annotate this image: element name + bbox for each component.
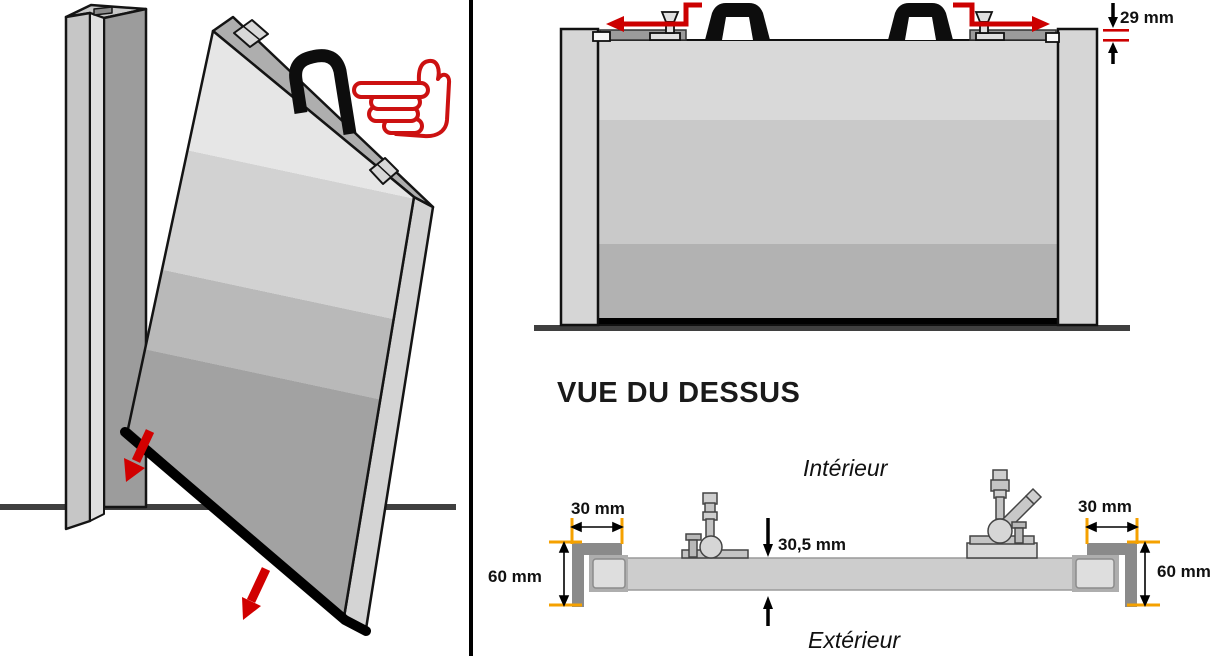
latch-block-left (233, 19, 269, 48)
dimension-label-29mm: 29 mm (1120, 8, 1174, 27)
latch-slide-arrow-icon (606, 2, 1050, 32)
thickness-arrows-30-5mm (763, 518, 773, 626)
latch-block-right (369, 157, 399, 185)
dimension-label-30mm-right: 30 mm (1078, 497, 1132, 516)
dimension-label-30mm-left: 30 mm (571, 499, 625, 518)
locking-clamp-right (966, 469, 1043, 559)
top-view-diagram (549, 469, 1160, 626)
locking-clamp-left (681, 492, 749, 559)
interior-label: Intérieur (803, 455, 888, 481)
panel-insertion-illustration (0, 3, 456, 636)
dimension-label-30-5mm: 30,5 mm (778, 535, 847, 554)
wall-angle-bracket-left (572, 543, 622, 607)
latch-keeper-right (1045, 32, 1060, 43)
wall-angle-bracket-right (1087, 543, 1137, 607)
pointing-hand-icon (352, 58, 452, 139)
wall-post-right (1056, 27, 1099, 327)
dimension-ticks (549, 518, 1160, 607)
carry-handle-icon (705, 3, 953, 40)
front-elevation-view (534, 2, 1130, 331)
barrier-panel-front (597, 29, 1059, 326)
tilted-barrier-panel (120, 15, 435, 636)
wall-post-left (559, 27, 600, 327)
latch-lever-right (974, 11, 1005, 41)
panel-section (619, 557, 1081, 591)
bottom-seal (598, 318, 1058, 325)
end-cap-right (1075, 558, 1115, 589)
exterior-label: Extérieur (808, 627, 901, 653)
dimension-arrows (558, 521, 1151, 607)
wall-channel-post (64, 3, 148, 531)
channel-groove (93, 6, 113, 16)
latch-keeper-left (592, 31, 611, 42)
gap-dimension-29mm (1103, 3, 1129, 64)
carry-handle-icon (289, 49, 357, 136)
section-divider (469, 0, 473, 656)
end-cap-left (592, 558, 626, 589)
ground-line (534, 325, 1130, 331)
dimension-label-60mm-left: 60 mm (488, 567, 542, 586)
panel-bottom-seal (120, 427, 371, 636)
insert-direction-arrow-icon (124, 429, 271, 620)
dimension-label-60mm-right: 60 mm (1157, 562, 1211, 581)
top-view-heading: VUE DU DESSUS (557, 377, 801, 409)
